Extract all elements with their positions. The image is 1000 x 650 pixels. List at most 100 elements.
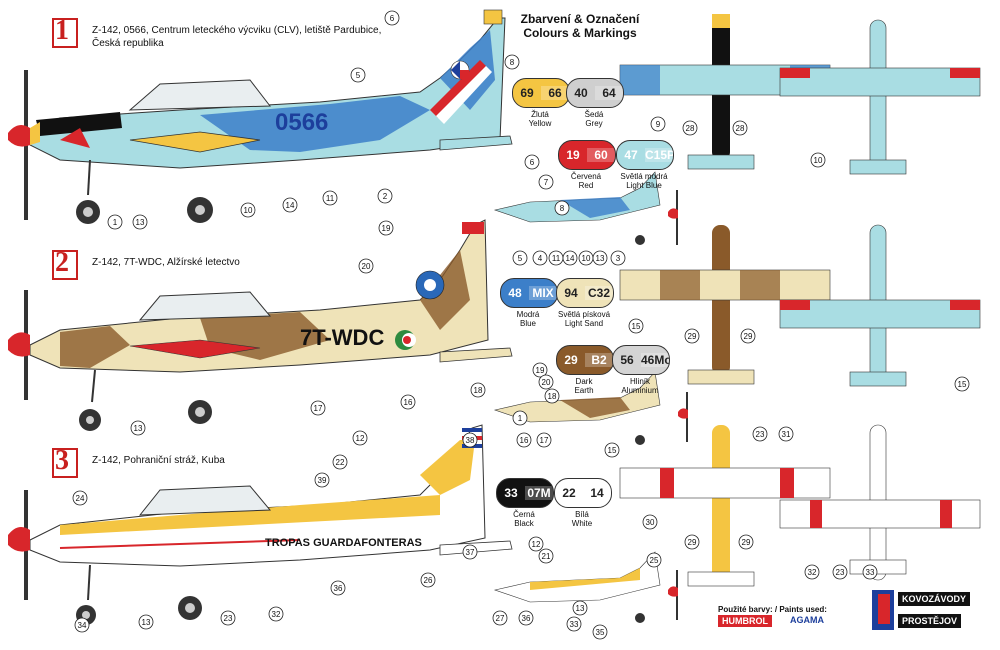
swatch-code-b: 14 [583, 486, 611, 500]
callout-number: 23 [756, 430, 765, 439]
swatch-caption-en: Aluminium [621, 386, 659, 395]
callout-number: 28 [736, 124, 745, 133]
swatch-caption-en: Light Sand [564, 319, 604, 328]
callout-number: 36 [522, 614, 531, 623]
swatch-caption-en: Yellow [528, 119, 552, 128]
callout-number: 35 [596, 628, 605, 637]
callout-circle [130, 420, 146, 436]
callout-circle [132, 214, 148, 230]
callout-number: 10 [814, 156, 823, 165]
serial-3: TROPAS GUARDAFONTERAS [265, 537, 422, 549]
callout-circle [804, 564, 820, 580]
callout-circle [610, 250, 626, 266]
callout-number: 36 [334, 584, 343, 593]
callout-number: 19 [382, 224, 391, 233]
callout-number: 28 [686, 124, 695, 133]
variant-description-3: Z-142, Pohraniční stráž, Kuba [92, 455, 225, 466]
callout-number: 20 [542, 378, 551, 387]
callout-number: 3 [616, 254, 621, 263]
callout-circle [358, 258, 374, 274]
swatch-caption-cz: Světlá písková [557, 310, 611, 319]
plan-view-1-top [619, 14, 831, 170]
swatch-code-b: C15P [645, 148, 674, 162]
swatch-caption-en: Black [514, 519, 534, 528]
callout-circle [74, 617, 90, 633]
callout-circle [504, 54, 520, 70]
callout-number: 5 [518, 254, 523, 263]
swatch-caption-en: White [571, 519, 593, 528]
callout-circle [512, 410, 528, 426]
callout-circle [538, 374, 554, 390]
callout-number: 16 [520, 436, 529, 445]
swatch-caption-cz: Světlá modrá [620, 172, 668, 181]
callout-circle [107, 214, 123, 230]
callout-circle [862, 564, 878, 580]
callout-number: 17 [314, 404, 323, 413]
callout-circle [377, 188, 393, 204]
callout-circle [240, 202, 256, 218]
mini-profile-3 [493, 551, 678, 623]
callout-number: 7 [544, 178, 549, 187]
callout-number: 31 [782, 430, 791, 439]
plan-view-3-bottom [779, 424, 981, 581]
swatch-code-a: 69 [520, 86, 534, 100]
callout-circle [310, 400, 326, 416]
swatch-caption-en: Red [578, 181, 594, 190]
callout-circle [544, 388, 560, 404]
callout-circle [524, 154, 540, 170]
callout-number: 21 [542, 552, 551, 561]
callout-circle [528, 536, 544, 552]
serial-2: 7T-WDC [300, 325, 384, 350]
swatch-code-b: 64 [595, 86, 623, 100]
callout-number: 29 [742, 538, 751, 547]
callout-number: 5 [356, 71, 361, 80]
callout-circle [538, 174, 554, 190]
callout-number: 32 [272, 610, 281, 619]
swatch-caption-cz: Červená [570, 172, 602, 181]
callout-number: 14 [286, 201, 295, 210]
mini-profile-2 [493, 371, 688, 445]
callout-circle [220, 610, 236, 626]
callout-number: 1 [113, 218, 118, 227]
swatch-caption-en: Light Blue [626, 181, 662, 190]
callout-number: 25 [650, 556, 659, 565]
callout-circle [352, 430, 368, 446]
swatch-code-a: 56 [620, 353, 634, 367]
plan-view-2-top [619, 225, 831, 385]
agama-logo: AGAMA [790, 615, 824, 625]
callout-circle [650, 116, 666, 132]
callout-number: 16 [404, 398, 413, 407]
callout-number: 2 [383, 192, 388, 201]
callout-circle [420, 572, 436, 588]
swatch-code-a: 48 [508, 286, 522, 300]
callout-circle [646, 552, 662, 568]
aircraft-profile-2: 7T-WDC [8, 219, 513, 431]
swatch-code-b: 60 [587, 148, 615, 162]
variant-badge-1: 1 [52, 16, 80, 48]
callout-circle [532, 362, 548, 378]
callout-circle [322, 190, 338, 206]
callout-number: 11 [552, 254, 561, 263]
callout-circle [72, 490, 88, 506]
callout-circle [378, 220, 394, 236]
callout-circle [832, 564, 848, 580]
callout-circle [384, 10, 400, 26]
callout-circle [628, 318, 644, 334]
callout-circle [572, 600, 588, 616]
callout-number: 4 [538, 254, 543, 263]
callout-circle [562, 250, 578, 266]
callout-number: 11 [326, 194, 335, 203]
swatch-caption-cz: Šedá [584, 110, 604, 119]
humbrol-logo: HUMBROL [718, 615, 772, 627]
callout-circle [516, 432, 532, 448]
